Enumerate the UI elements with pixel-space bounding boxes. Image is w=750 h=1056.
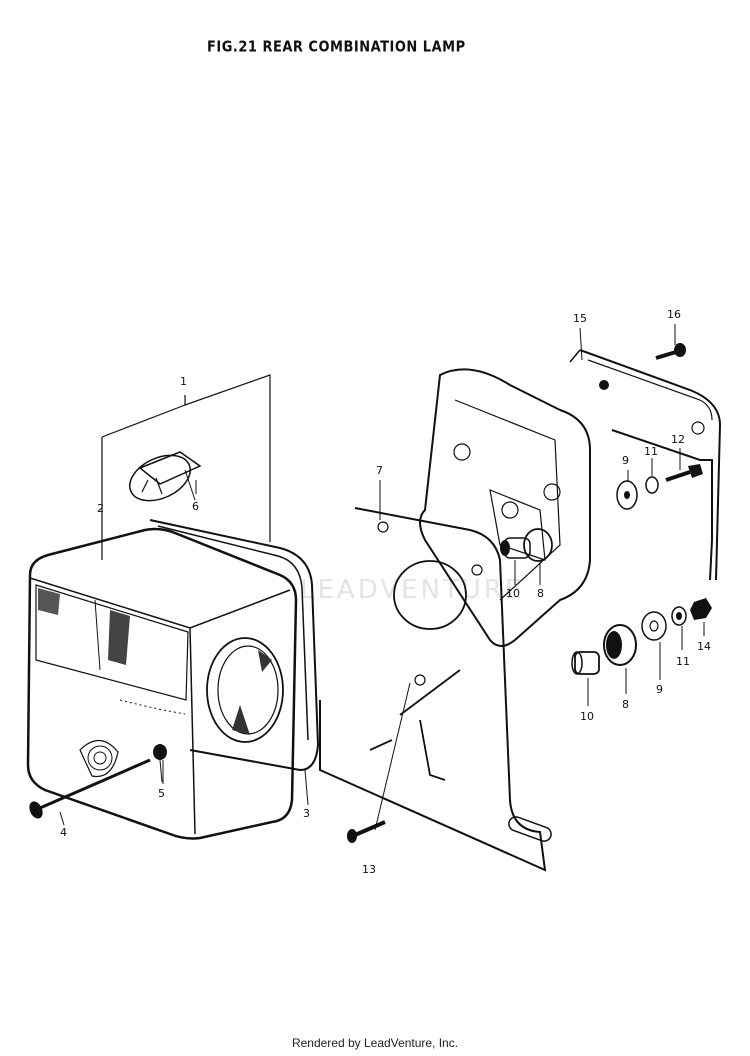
part-9-washer	[641, 611, 667, 641]
callout-13: 13	[362, 863, 376, 876]
callout-10-lower: 10	[580, 710, 594, 723]
part-15-housing	[569, 327, 722, 581]
callout-12: 12	[671, 433, 685, 446]
callout-14: 14	[697, 640, 711, 653]
callout-9-upper: 9	[622, 454, 629, 467]
callout-1: 1	[180, 375, 187, 388]
part-13-screw	[347, 820, 386, 843]
grommet-and-bushing-mounted	[500, 528, 553, 562]
callout-8-upper: 8	[537, 587, 544, 600]
part-4-screw	[29, 758, 151, 819]
callout-labels: 1 2 3 4 5 6 7 8 8 9 9 10 10 11 11 12 13 …	[60, 308, 711, 876]
callout-16: 16	[667, 308, 681, 321]
part-3-lens-gasket	[149, 519, 320, 806]
part-2-tail-lamp-lens	[26, 527, 298, 840]
callout-2: 2	[97, 502, 104, 515]
callout-15: 15	[573, 312, 587, 325]
lamp-housing-bracket	[419, 368, 591, 647]
part-7-mounting-plate	[319, 480, 552, 872]
watermark: LEADVENTURE	[300, 575, 524, 605]
callout-5: 5	[158, 787, 165, 800]
callout-10-upper: 10	[506, 587, 520, 600]
leader-lines	[59, 324, 705, 826]
part-8-grommet	[603, 624, 637, 666]
part-14-nut	[690, 598, 712, 620]
callout-8-lower: 8	[622, 698, 629, 711]
part-11-lock-washer	[671, 606, 687, 626]
callout-7: 7	[376, 464, 383, 477]
figure-title: FIG.21 REAR COMBINATION LAMP	[207, 38, 466, 57]
render-credit: Rendered by LeadVenture, Inc.	[291, 1036, 459, 1050]
part-11-lock-washer-upper	[645, 476, 659, 494]
callout-3: 3	[303, 807, 310, 820]
part-1-group-bracket	[101, 374, 271, 560]
part-5-nut	[153, 744, 167, 783]
part-16-screw	[655, 343, 686, 360]
callout-11-upper: 11	[644, 445, 658, 458]
part-9-washer-upper	[616, 480, 638, 510]
callout-9-lower: 9	[656, 683, 663, 696]
part-6-bulb	[129, 451, 202, 502]
callout-6: 6	[192, 500, 199, 513]
callout-11-lower: 11	[676, 655, 690, 668]
callout-4: 4	[60, 826, 67, 839]
part-10-bushing	[571, 651, 600, 675]
part-12-bolt	[665, 464, 703, 482]
